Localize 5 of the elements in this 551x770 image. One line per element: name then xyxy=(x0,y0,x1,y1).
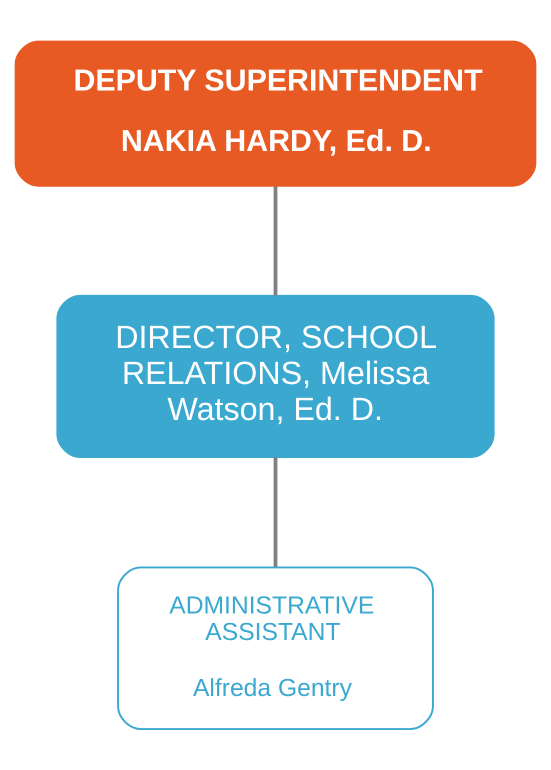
node-box: ADMINISTRATIVE ASSISTANT Alfreda Gentry xyxy=(117,566,434,730)
node-box: DEPUTY SUPERINTENDENT NAKIA HARDY, Ed. D. xyxy=(14,40,536,186)
node-box: DIRECTOR, SCHOOL RELATIONS, Melissa Watson, Ed. D. xyxy=(56,294,495,458)
connector xyxy=(274,186,278,296)
connector xyxy=(274,456,278,566)
